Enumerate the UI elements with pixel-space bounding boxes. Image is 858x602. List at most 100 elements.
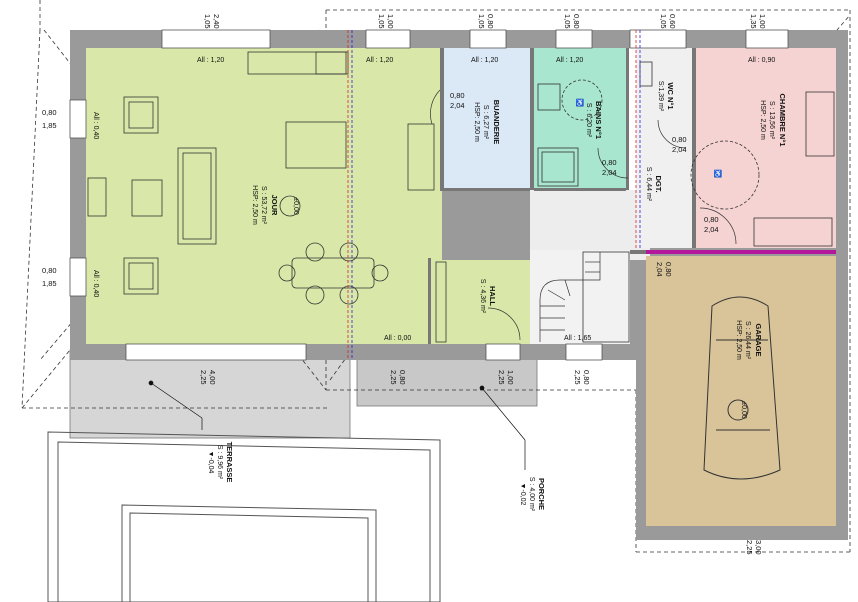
svg-text:CHAMBRE N°1: CHAMBRE N°1 [778,93,787,146]
wheelchair-icon: ♿ [714,169,723,178]
svg-text:HSP: 2,50 m: HSP: 2,50 m [735,320,742,360]
svg-text:S : 6,27 m²: S : 6,27 m² [482,105,489,140]
door-swings [430,89,737,341]
room-label-bains: BAINS N°1 S : 6,20 m² [585,101,603,139]
svg-text:DGT.: DGT. [654,175,663,192]
interior-walls [428,48,836,344]
svg-text:2,25: 2,25 [497,370,506,385]
fixtures [435,61,835,343]
sill-label: All : 0,00 [384,335,411,342]
terrace-area [69,349,351,439]
svg-text:0,80: 0,80 [398,370,407,385]
sill-label: All : 0,90 [748,57,775,64]
room-label-hall: HALL S : 4,36 m² [479,279,497,314]
dim-top-1: 2,40 1,05 [203,14,221,29]
svg-text:1,85: 1,85 [42,121,57,130]
svg-text:2,04: 2,04 [602,168,617,177]
buanderie-floor [444,48,530,190]
svg-text:WC N°1: WC N°1 [666,82,675,109]
dim-top-6: 1,00 1,35 [749,14,767,29]
sill-label: All : 1,20 [471,57,498,64]
svg-text:0,80: 0,80 [664,262,673,277]
room-label-porche: PORCHE S : 4,00 m² ▼-0,02 [519,477,546,512]
svg-text:1,00: 1,00 [758,14,767,29]
room-label-garage: GARAGE S : 26,44 m² HSP: 2,50 m [735,320,763,360]
room-label-jour: JOUR S : 53,72 m² HSP: 2,50 m [251,185,279,225]
svg-text:2,04: 2,04 [655,262,664,277]
dim-top-4: 0,80 1,05 [563,14,581,29]
room-label-wc: WC N°1 S:1,39 m² [657,81,675,112]
svg-text:2,04: 2,04 [450,101,465,110]
svg-text:S : 53,72 m²: S : 53,72 m² [260,186,267,225]
svg-text:S : 9,96 m²: S : 9,96 m² [216,445,223,480]
svg-text:S:1,39 m²: S:1,39 m² [657,81,664,112]
dim-left-1: 0,80 1,85 [42,108,57,130]
svg-text:1,00: 1,00 [386,14,395,29]
svg-text:HALL: HALL [488,286,497,306]
svg-text:1,85: 1,85 [42,279,57,288]
svg-text:0,80: 0,80 [450,91,465,100]
garage-inner-floor [646,256,836,526]
svg-text:2,25: 2,25 [573,370,582,385]
pool-outline [47,431,441,602]
svg-text:HSP: 2,50 m: HSP: 2,50 m [759,100,766,140]
svg-text:0,80: 0,80 [42,266,57,275]
svg-text:S : 6,20 m²: S : 6,20 m² [585,103,592,138]
sill-label: All : 1,20 [366,57,393,64]
svg-text:0,80: 0,80 [582,370,591,385]
svg-text:1,05: 1,05 [203,14,212,29]
staircase [539,252,601,342]
svg-text:0,60: 0,60 [668,14,677,29]
door-dim-garage: 0,80 2,04 [655,262,673,277]
dim-top-3: 0,80 1,05 [477,14,495,29]
svg-text:TERRASSE: TERRASSE [225,442,234,483]
stair-floor [530,250,630,344]
svg-text:1,00: 1,00 [506,370,515,385]
service-lines [347,30,641,358]
svg-text:S : 4,36 m²: S : 4,36 m² [479,279,486,314]
dgt-floor [530,190,650,260]
sill-label: All : 0,40 [92,270,99,297]
svg-text:1,05: 1,05 [659,14,668,29]
door-dim-bains: 0,80 2,04 [602,158,617,177]
svg-text:▼-0,04: ▼-0,04 [207,451,214,474]
hall-floor [430,260,530,344]
sill-label: All : 1,65 [564,335,591,342]
svg-text:S : 26,44 m²: S : 26,44 m² [744,321,751,360]
door-dim-wc: 0,80 2,04 [672,135,687,154]
svg-text:3,00: 3,00 [754,540,763,555]
level-garage: ±0,00 [740,401,747,419]
svg-text:S : 4,00 m²: S : 4,00 m² [528,477,535,512]
sill-label: All : 0,40 [92,112,99,139]
room-label-buanderie: BUANDERIE S : 6,27 m² HSP: 2,50 m [473,100,501,145]
room-label-terrasse: TERRASSE S : 9,96 m² ▼-0,04 [207,442,234,483]
dim-bottom-1: 4,00 2,25 [199,370,217,385]
dim-top-2: 1,00 1,05 [377,14,395,29]
svg-text:1,05: 1,05 [563,14,572,29]
svg-text:0,80: 0,80 [602,158,617,167]
svg-text:BAINS N°1: BAINS N°1 [594,101,603,139]
svg-text:2,25: 2,25 [389,370,398,385]
svg-text:4,00: 4,00 [208,370,217,385]
sill-label: All : 1,20 [197,57,224,64]
level-jour: ±0,00 [292,197,299,215]
dim-bottom-2: 0,80 2,25 [389,370,407,385]
wheelchair-icon: ♿ [576,98,585,107]
svg-text:2,25: 2,25 [199,370,208,385]
svg-text:♿: ♿ [576,98,585,107]
svg-text:1,05: 1,05 [377,14,386,29]
svg-text:0,80: 0,80 [704,215,719,224]
svg-text:2,04: 2,04 [704,225,719,234]
furniture-jour [87,51,435,305]
dim-top-5: 0,60 1,05 [659,14,677,29]
bains-floor [534,48,626,190]
svg-text:0,80: 0,80 [672,135,687,144]
svg-text:1,35: 1,35 [749,14,758,29]
door-dim-buanderie: 0,80 2,04 [450,91,465,110]
svg-text:BUANDERIE: BUANDERIE [492,100,501,145]
svg-text:HSP: 2,50 m: HSP: 2,50 m [473,102,480,142]
dim-bottom-3: 1,00 2,25 [497,370,515,385]
windows [69,29,789,361]
sill-label: All : 1,20 [556,57,583,64]
